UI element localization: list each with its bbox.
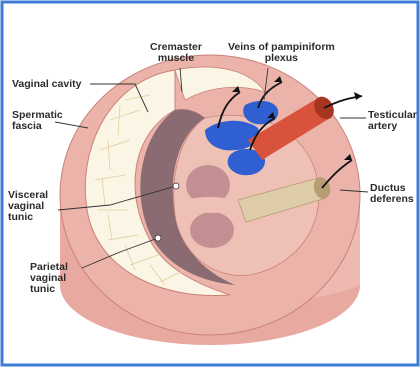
label-pampiniform-veins: Veins of pampiniform plexus <box>228 42 335 64</box>
label-parietal-vaginal-tunic: Parietal vaginal tunic <box>30 262 68 295</box>
label-testicular-artery: Testicular artery <box>368 110 417 132</box>
label-visceral-vaginal-tunic: Visceral vaginal tunic <box>8 190 48 223</box>
label-vaginal-cavity: Vaginal cavity <box>12 79 81 90</box>
inner-lobe-lower <box>190 212 234 248</box>
label-cremaster-muscle: Cremaster muscle <box>150 42 202 64</box>
label-spermatic-fascia: Spermatic fascia <box>12 110 63 132</box>
label-ductus-deferens: Ductus deferens <box>370 183 414 205</box>
